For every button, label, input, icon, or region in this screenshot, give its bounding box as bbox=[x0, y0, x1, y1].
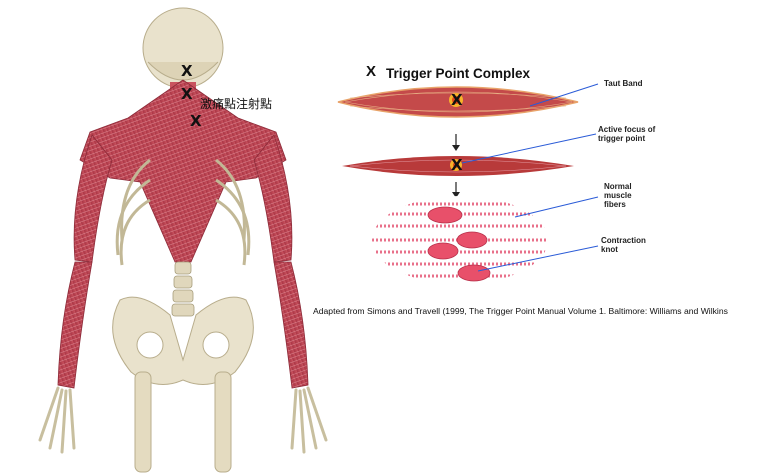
focus-x-mark: X bbox=[451, 156, 463, 174]
trigger-point-complex-diagram bbox=[330, 55, 670, 295]
callout-normal-fibers-line1: Normal bbox=[604, 182, 632, 191]
injection-point-label: 激痛點注射點 bbox=[200, 97, 273, 111]
callout-taut-band-text: Taut Band bbox=[604, 79, 643, 88]
title-x-mark: X bbox=[366, 63, 377, 80]
back-anatomy-svg bbox=[38, 7, 328, 473]
callout-active-focus: Active focus of trigger point bbox=[598, 125, 655, 143]
callout-contraction-knot: Contraction knot bbox=[601, 236, 646, 254]
back-anatomy-illustration bbox=[0, 0, 340, 475]
callout-normal-fibers-line3: fibers bbox=[604, 200, 626, 210]
trigger-x-mark-3: X bbox=[190, 112, 202, 130]
callout-normal-fibers: Normal muscle fibers bbox=[604, 182, 632, 210]
taut-band-x-mark: X bbox=[451, 91, 463, 109]
callout-contraction-knot-line1: Contraction bbox=[601, 236, 646, 245]
source-caption: Adapted from Simons and Travell (1999, T… bbox=[313, 306, 728, 316]
callout-normal-fibers-line2: muscle bbox=[604, 191, 632, 201]
diagram-title: Trigger Point Complex bbox=[386, 66, 531, 81]
trigger-point-svg bbox=[337, 83, 599, 284]
callout-active-focus-line2: trigger point bbox=[598, 134, 646, 144]
trigger-x-mark-2: X bbox=[181, 85, 193, 103]
callout-taut-band: Taut Band bbox=[604, 79, 643, 88]
callout-contraction-knot-line2: knot bbox=[601, 245, 618, 255]
trigger-x-mark-1: X bbox=[181, 62, 193, 80]
callout-active-focus-line1: Active focus of bbox=[598, 125, 656, 134]
